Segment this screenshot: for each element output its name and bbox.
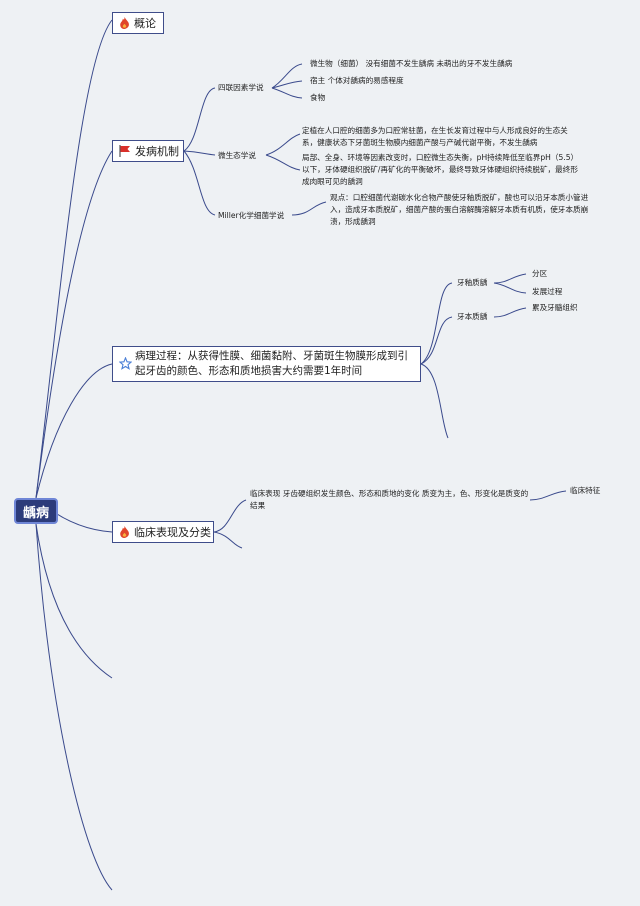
fire-icon	[119, 526, 130, 538]
clinical-desc[interactable]: 临床表现 牙齿硬组织发生颜色、形态和质地的变化 质变为主，色、形变化是质变的结果	[250, 489, 529, 510]
clinical-label: 临床表现及分类	[134, 526, 211, 539]
overview-label: 概论	[134, 17, 156, 30]
four-factor-item[interactable]: 微生物（细菌） 没有细菌不发生龋病 未萌出的牙不发生龋病	[310, 59, 513, 68]
pathology-label: 病理过程：从获得性膜、细菌黏附、牙菌斑生物膜形成到引起牙齿的颜色、形态和质地损害…	[135, 350, 408, 377]
ecology-item[interactable]: 局部、全身、环境等因素改变时，口腔微生态失衡，pH持续降低至临界pH（5.5）以…	[302, 153, 579, 186]
flag-icon	[119, 145, 131, 157]
dentin-item[interactable]: 累及牙髓组织	[532, 303, 578, 312]
star-icon	[118, 356, 133, 375]
four-factor-node[interactable]: 四联因素学说	[218, 83, 264, 92]
enamel-item[interactable]: 分区	[532, 269, 548, 278]
root-node[interactable]: 龋病	[14, 498, 58, 524]
clinical-feature[interactable]: 临床特征	[570, 486, 601, 495]
enamel-node[interactable]: 牙釉质龋	[457, 278, 488, 287]
ecology-node[interactable]: 微生态学说	[218, 151, 256, 160]
miller-item[interactable]: 观点：口腔细菌代谢碳水化合物产酸使牙釉质脱矿，酸也可以沿牙本质小管进入，造成牙本…	[330, 193, 589, 226]
mechanism-node[interactable]: 发病机制	[112, 140, 184, 162]
root-label: 龋病	[22, 505, 49, 521]
four-factor-item[interactable]: 宿主 个体对龋病的易感程度	[310, 76, 404, 85]
pathology-node[interactable]: 病理过程：从获得性膜、细菌黏附、牙菌斑生物膜形成到引起牙齿的颜色、形态和质地损害…	[112, 346, 421, 382]
dentin-node[interactable]: 牙本质龋	[457, 312, 488, 321]
enamel-item[interactable]: 发展过程	[532, 287, 563, 296]
clinical-node[interactable]: 临床表现及分类	[112, 521, 214, 543]
overview-node[interactable]: 概论	[112, 12, 164, 34]
fire-icon	[119, 17, 130, 29]
miller-node[interactable]: Miller化学细菌学说	[218, 211, 285, 220]
ecology-item[interactable]: 定植在人口腔的细菌多为口腔常驻菌，在生长发育过程中与人形成良好的生态关系，健康状…	[302, 126, 568, 147]
four-factor-item[interactable]: 食物	[310, 93, 326, 102]
mechanism-label: 发病机制	[135, 145, 179, 158]
